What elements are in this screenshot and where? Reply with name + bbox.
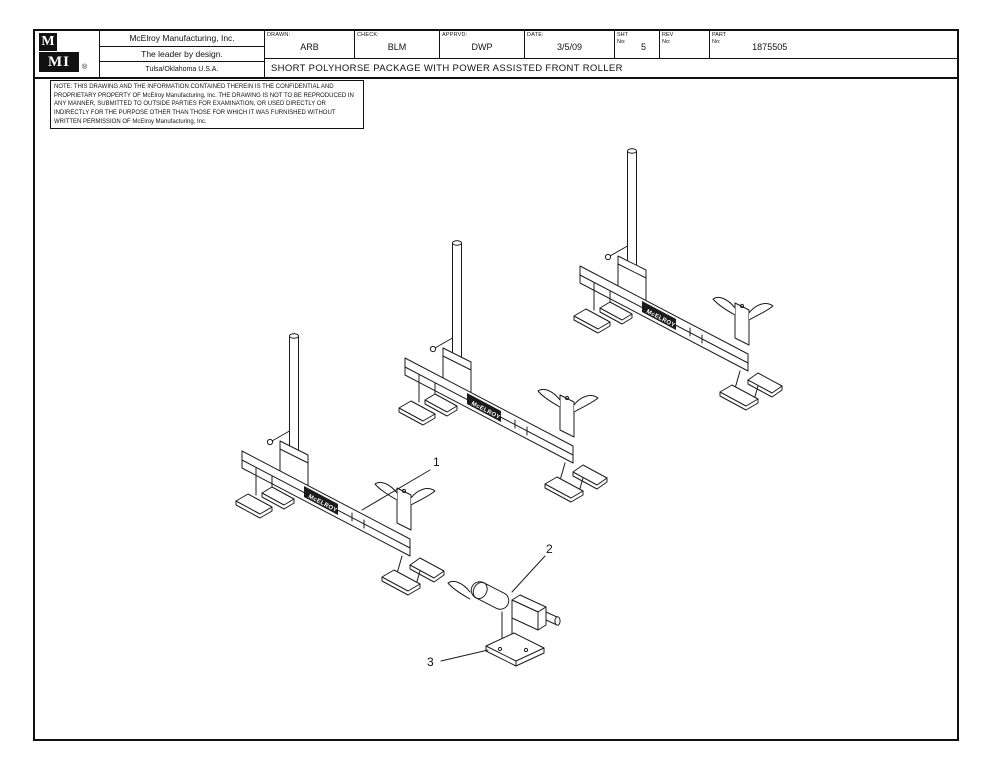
field-check: CHECK: BLM [355,31,440,58]
polyhorse-stand-3 [573,148,783,411]
callout-2-leader [511,555,546,593]
company-tagline: The leader by design. [100,47,264,63]
company-info: McElroy Manufacturing, Inc. The leader b… [100,31,265,77]
power-roller-assembly [447,580,561,667]
logo-mi-icon: MI [39,52,79,72]
registered-mark: ® [82,64,88,71]
apprvd-label: APPRVD: [442,32,468,38]
rev-value [673,31,709,58]
callout-3: 3 [427,655,434,669]
border-frame: M MI ® McElroy Manufacturing, Inc. The l… [33,29,959,741]
date-value: 3/5/09 [556,42,583,52]
part-value: 1875505 [752,42,788,52]
field-apprvd: APPRVD: DWP [440,31,525,58]
title-block: M MI ® McElroy Manufacturing, Inc. The l… [35,31,957,79]
company-logo: M MI ® [35,31,100,77]
drawn-label: DRAWN: [267,32,291,38]
sheet-value: 5 [640,42,646,52]
callout-1-leader [361,469,431,511]
callouts: 1 2 3 [361,455,553,669]
check-value: BLM [387,42,407,52]
title-block-fields: DRAWN: ARB CHECK: BLM APPRVD: DWP DATE: … [265,31,957,77]
callout-3-leader [440,649,489,662]
drawn-value: ARB [300,42,319,52]
company-name: McElroy Manufacturing, Inc. [100,31,264,47]
check-label: CHECK: [357,32,379,38]
polyhorse-stand-2 [398,240,608,503]
company-location: Tulsa/Oklahoma U.S.A. [145,66,219,74]
callout-1: 1 [433,455,440,469]
logo-m-icon: M [39,33,57,51]
date-label: DATE: [527,32,544,38]
confidentiality-note: NOTE: THIS DRAWING AND THE INFORMATION C… [50,80,364,130]
drawing-title: SHORT POLYHORSE PACKAGE WITH POWER ASSIS… [271,62,623,74]
field-drawn: DRAWN: ARB [265,31,355,58]
apprvd-value: DWP [471,42,493,52]
callout-2: 2 [546,542,553,556]
field-date: DATE: 3/5/09 [525,31,615,58]
field-row: DRAWN: ARB CHECK: BLM APPRVD: DWP DATE: … [265,31,957,59]
